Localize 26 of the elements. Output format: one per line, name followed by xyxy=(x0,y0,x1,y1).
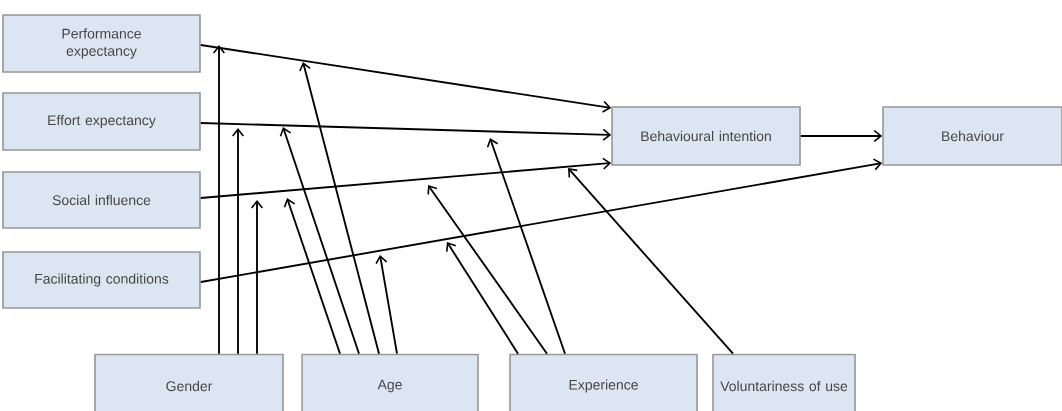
arrow xyxy=(283,198,341,355)
box: Experience xyxy=(509,353,698,411)
arrow xyxy=(299,62,380,355)
arrow xyxy=(199,122,612,141)
arrow xyxy=(212,45,226,355)
box: Behaviour xyxy=(882,106,1062,166)
box: Effort expectancy xyxy=(2,92,201,151)
arrow xyxy=(375,255,398,355)
box: Voluntariness of use xyxy=(712,353,856,411)
arrow xyxy=(199,158,883,283)
box: Social influence xyxy=(2,171,201,229)
arrow xyxy=(279,127,360,355)
arrow xyxy=(250,200,264,355)
arrow xyxy=(568,168,734,355)
arrow xyxy=(199,44,612,113)
arrow xyxy=(199,157,612,199)
arrow xyxy=(445,242,519,355)
box: Gender xyxy=(94,353,284,411)
arrow xyxy=(486,138,566,355)
box: Age xyxy=(301,353,479,411)
box: Behavioural intention xyxy=(611,106,801,166)
arrow xyxy=(799,129,883,143)
box: Performance expectancy xyxy=(2,14,201,73)
arrow xyxy=(231,128,245,355)
arrow xyxy=(427,185,548,355)
box: Facilitating conditions xyxy=(2,251,201,309)
